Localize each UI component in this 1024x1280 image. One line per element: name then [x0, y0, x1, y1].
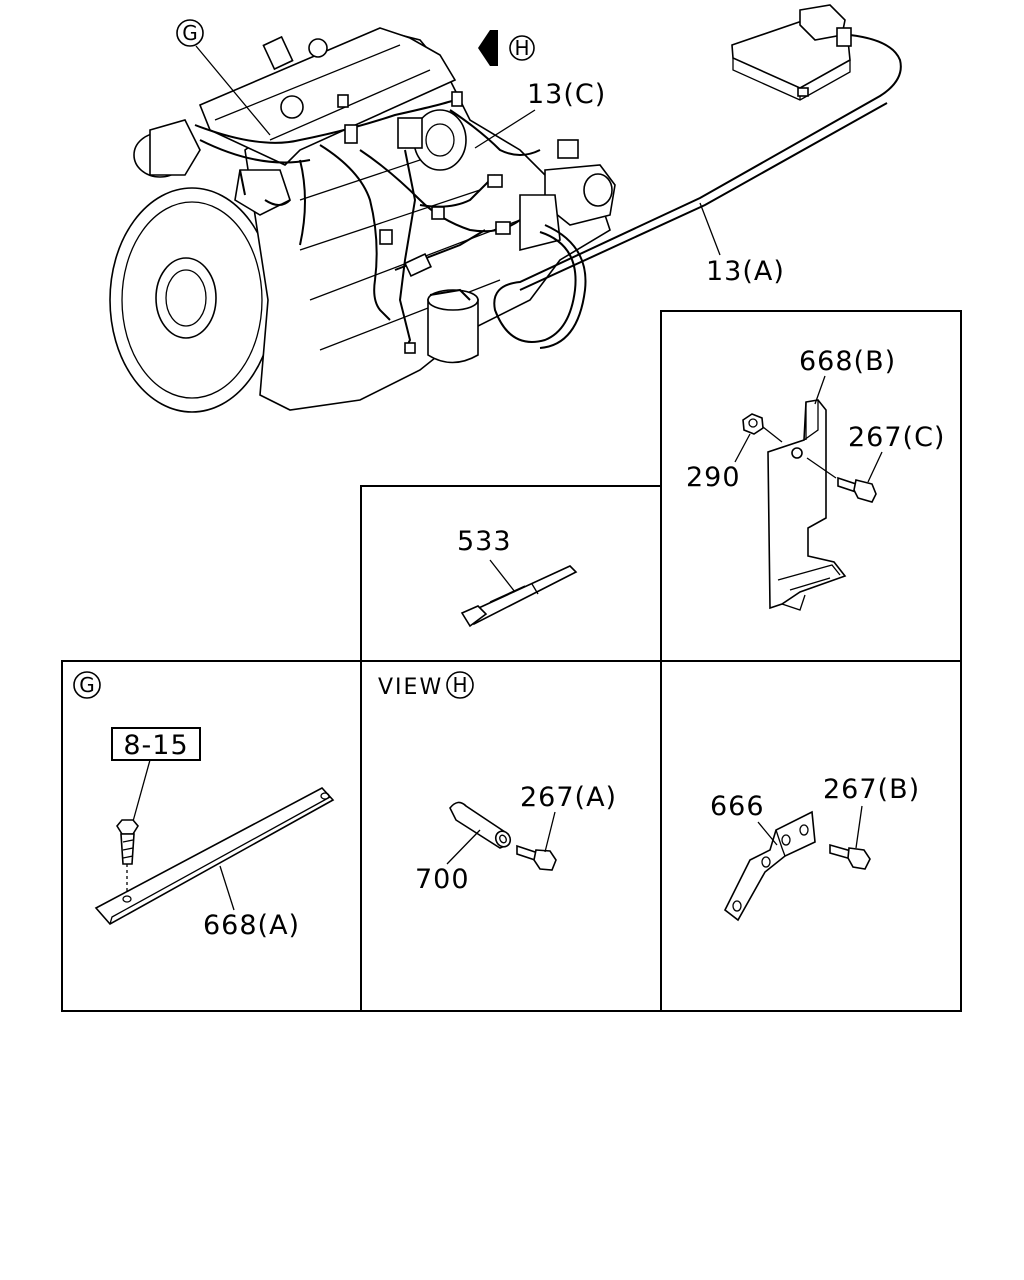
- panel-bracket-666: 666 267(B): [710, 774, 920, 922]
- h-view-arrow: H: [478, 30, 535, 66]
- ref-box-8-15: [111, 727, 201, 761]
- label-290: 290: [686, 462, 741, 493]
- panel-g-marker: G: [79, 673, 95, 697]
- view-word: VIEW: [378, 675, 443, 700]
- ecu-module: [731, 4, 852, 101]
- label-668a: 668(A): [203, 910, 300, 941]
- label-666: 666: [710, 791, 765, 822]
- label-8-15: 8-15: [123, 730, 188, 761]
- callout-13a: 13(A): [699, 202, 785, 287]
- engine-assembly: [109, 27, 902, 413]
- label-13a: 13(A): [706, 256, 785, 287]
- panel-clip-533: 533: [457, 526, 578, 628]
- label-700: 700: [415, 864, 470, 895]
- label-267c: 267(C): [848, 422, 945, 453]
- panel-borders: [61, 310, 962, 1012]
- panel-bracket-668b: 668(B) 290 267(C): [686, 346, 945, 611]
- g-marker-callout: G: [176, 19, 271, 136]
- label-533: 533: [457, 526, 512, 557]
- view-h-marker: H: [452, 673, 467, 697]
- label-267a: 267(A): [520, 782, 617, 813]
- panel-g: G 8-15 668(A): [73, 671, 335, 941]
- g-marker-label: G: [182, 21, 198, 45]
- h-marker-label: H: [514, 36, 529, 60]
- label-13c: 13(C): [527, 79, 606, 110]
- panel-view-h: VIEW H 267(A) 700: [378, 671, 617, 895]
- label-267b: 267(B): [823, 774, 920, 805]
- callout-13c: 13(C): [474, 79, 606, 149]
- label-668b: 668(B): [799, 346, 896, 377]
